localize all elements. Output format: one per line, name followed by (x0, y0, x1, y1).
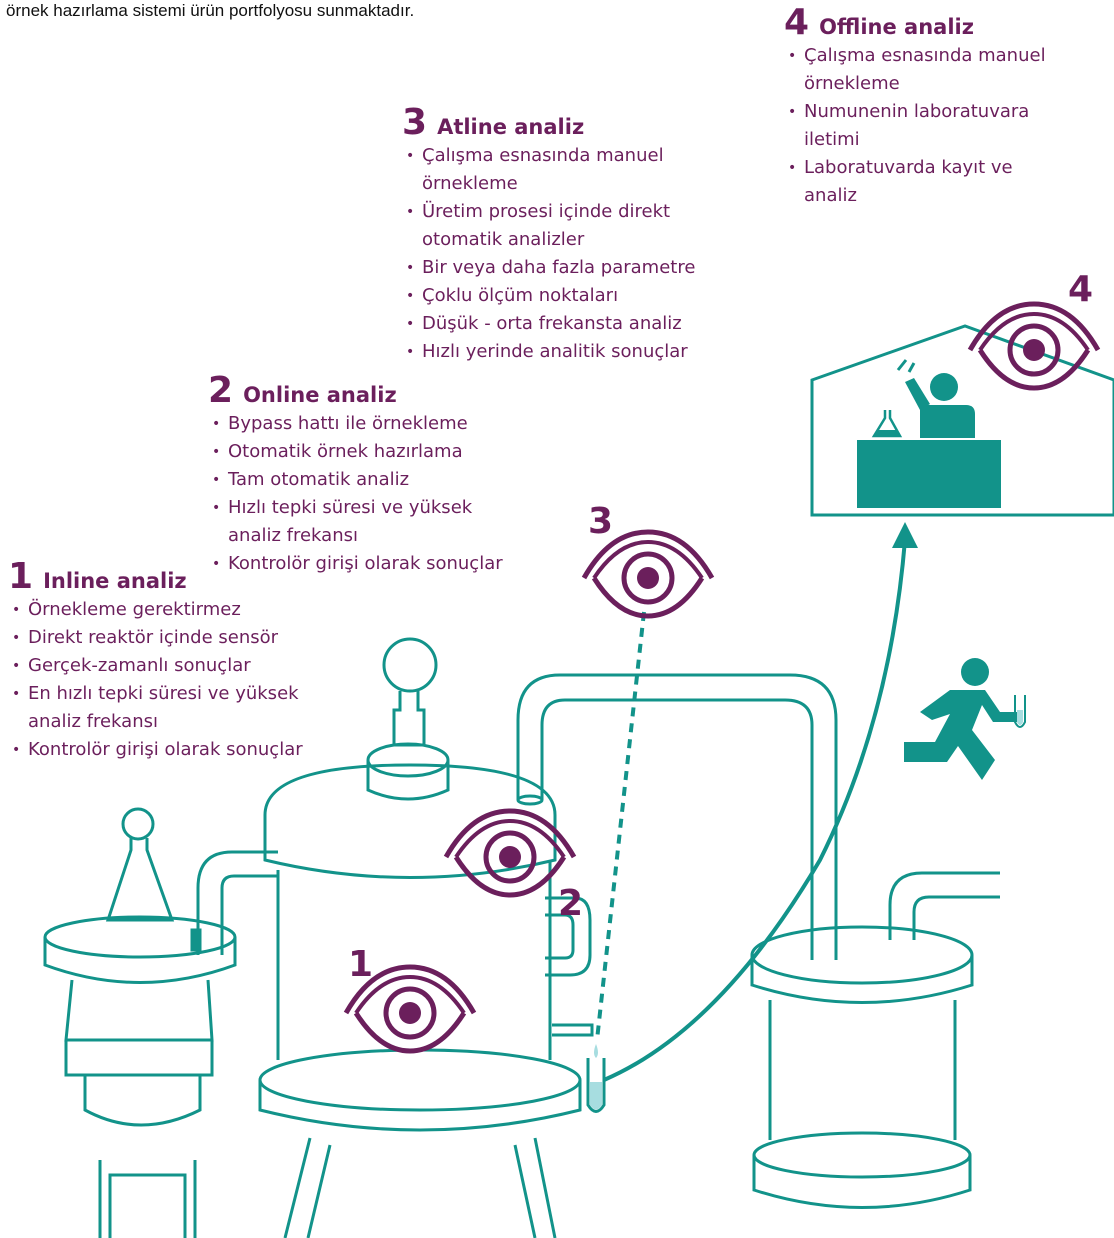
reactor (258, 637, 594, 1238)
running-person-icon (904, 658, 1026, 780)
bypass-loop (545, 896, 592, 977)
list-item: Laboratuvarda kayıt ve analiz (784, 154, 1024, 210)
connect-pipe (190, 850, 278, 955)
list-item: Hızlı tepki süresi ve yüksek analiz frek… (208, 494, 498, 550)
section-title: Inline analiz (43, 569, 187, 593)
list-item: Direkt reaktör içinde sensör (8, 624, 328, 652)
list-item: Düşük - orta frekansta analiz (402, 310, 722, 338)
list-item: Bypass hattı ile örnekleme (208, 410, 528, 438)
section-inline: 1 Inline analiz Örnekleme gerektirmez Di… (8, 556, 328, 765)
list-item: Çoklu ölçüm noktaları (402, 282, 722, 310)
label-four: 4 (1068, 269, 1094, 310)
list-item: Gerçek-zamanlı sonuçlar (8, 652, 328, 680)
list-item: Hızlı yerinde analitik sonuçlar (402, 338, 722, 366)
section-online: 2 Online analiz Bypass hattı ile örnekle… (208, 370, 528, 579)
bullet-list: Çalışma esnasında manuel örnekleme Numun… (784, 42, 1084, 210)
section-title: Atline analiz (437, 115, 585, 139)
eye-offline-icon (970, 304, 1098, 388)
label-one: 1 (348, 944, 374, 985)
bullet-list: Örnekleme gerektirmez Direkt reaktör içi… (8, 596, 328, 764)
section-number: 1 (8, 556, 34, 597)
list-item: Otomatik örnek hazırlama (208, 438, 528, 466)
dotted-line (595, 611, 646, 1041)
section-atline: 3 Atline analiz Çalışma esnasında manuel… (402, 102, 722, 367)
list-item: Bir veya daha fazla parametre (402, 254, 722, 282)
list-item: Üretim prosesi içinde direkt otomatik an… (402, 198, 692, 254)
section-number: 4 (784, 2, 810, 43)
bullet-list: Çalışma esnasında manuel örnekleme Üreti… (402, 142, 722, 366)
section-heading: 3 Atline analiz (402, 102, 722, 143)
section-heading: 4 Offline analiz (784, 2, 1084, 43)
section-number: 3 (402, 102, 428, 143)
list-item: Çalışma esnasında manuel örnekleme (784, 42, 1064, 98)
section-title: Offline analiz (819, 15, 974, 39)
arrow-to-lab (603, 539, 907, 1082)
section-heading: 1 Inline analiz (8, 556, 328, 597)
lab-house (810, 324, 1114, 517)
list-item: Tam otomatik analiz (208, 466, 528, 494)
intro-text: örnek hazırlama sistemi ürün portfolyosu… (6, 1, 415, 20)
list-item: Kontrolör girişi olarak sonuçlar (208, 550, 528, 578)
list-item: En hızlı tepki süresi ve yüksek analiz f… (8, 680, 318, 736)
bullet-list: Bypass hattı ile örnekleme Otomatik örne… (208, 410, 528, 578)
eye-atline-icon (584, 532, 712, 616)
section-number: 2 (208, 370, 234, 411)
section-offline: 4 Offline analiz Çalışma esnasında manue… (784, 2, 1084, 210)
label-three: 3 (588, 501, 614, 542)
list-item: Çalışma esnasında manuel örnekleme (402, 142, 682, 198)
section-heading: 2 Online analiz (208, 370, 528, 411)
section-title: Online analiz (243, 383, 397, 407)
sample-tube (586, 1044, 606, 1113)
list-item: Numunenin laboratuvara iletimi (784, 98, 1044, 154)
right-vessel (750, 871, 1000, 1209)
top-pipe (516, 673, 838, 960)
small-vessel (43, 807, 237, 1238)
list-item: Örnekleme gerektirmez (8, 596, 328, 624)
list-item: Kontrolör girişi olarak sonuçlar (8, 736, 328, 764)
label-two: 2 (558, 883, 584, 924)
